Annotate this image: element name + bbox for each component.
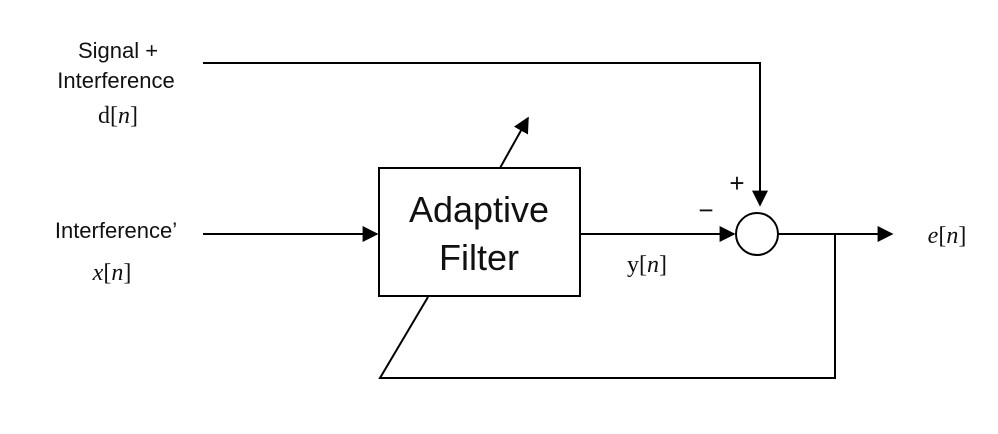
reference-symbol: x[n] (92, 260, 132, 286)
filter-label-line1: Adaptive (409, 189, 549, 230)
error-symbol-close: ] (958, 223, 966, 249)
error-symbol-open: [ (938, 223, 946, 249)
reference-symbol-index: n (111, 260, 123, 286)
error-symbol: e[n] (928, 223, 967, 249)
error-symbol-index: n (946, 223, 958, 249)
filter-label-line2: Filter (439, 237, 519, 278)
adaptive-filter-block (378, 167, 581, 297)
output-symbol-base: y (627, 252, 639, 278)
summer-plus-sign: + (729, 168, 744, 198)
filter-output-symbol: y[n] (627, 252, 667, 278)
summing-junction (735, 212, 779, 256)
reference-symbol-open: [ (103, 260, 111, 286)
error-symbol-base: e (928, 223, 939, 249)
error-feedback-wire (378, 234, 836, 379)
reference-symbol-close: ] (123, 260, 131, 286)
desired-symbol: d[n] (98, 103, 138, 129)
desired-label-line1: Signal + (78, 38, 158, 63)
desired-symbol-open: [ (110, 103, 118, 129)
reference-label: Interference’ (55, 218, 177, 243)
output-symbol-index: n (647, 252, 659, 278)
desired-symbol-close: ] (130, 103, 138, 129)
summer-minus-sign: − (698, 195, 713, 225)
desired-symbol-base: d (98, 103, 110, 129)
adaptation-arrow (499, 116, 529, 169)
reference-symbol-base: x (92, 260, 104, 286)
desired-label-line2: Interference (57, 68, 174, 93)
desired-signal-wire (203, 62, 768, 207)
desired-symbol-index: n (118, 103, 130, 129)
output-symbol-close: ] (659, 252, 667, 278)
output-symbol-open: [ (639, 252, 647, 278)
